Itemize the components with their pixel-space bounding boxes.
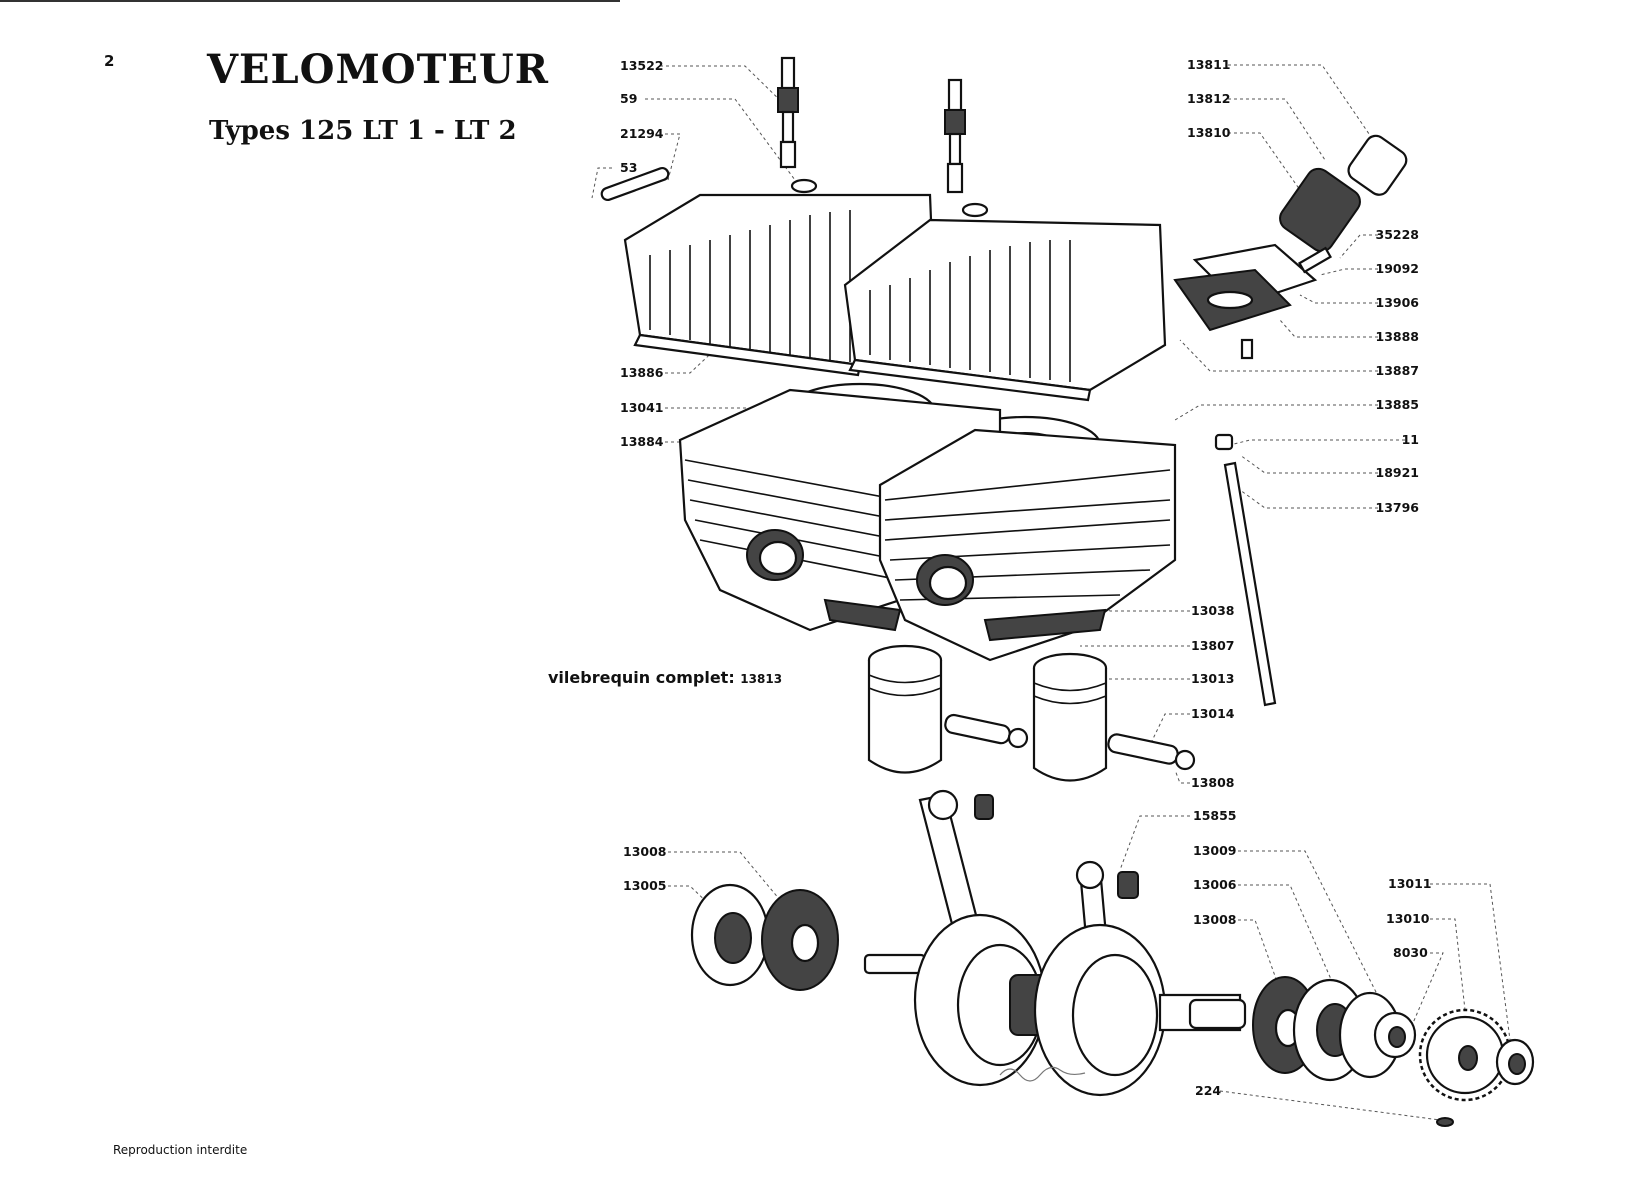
part-label: 59 xyxy=(620,91,638,106)
part-label: 13810 xyxy=(1187,125,1231,140)
crankshaft xyxy=(863,789,1247,1097)
part-label: 18921 xyxy=(1375,465,1420,480)
top-rule xyxy=(0,0,620,2)
part-label: 15855 xyxy=(1193,808,1237,823)
part-label: 224 xyxy=(1195,1083,1222,1098)
inlet-manifold xyxy=(1173,134,1408,360)
crankshaft-note-label: vilebrequin complet: xyxy=(548,668,735,687)
piston-right xyxy=(1032,652,1196,782)
part-label: 13886 xyxy=(620,365,664,380)
base-gasket-left xyxy=(823,598,902,632)
key-224 xyxy=(1436,1117,1454,1127)
cylinder-block-right xyxy=(878,428,1177,662)
part-label: 8030 xyxy=(1393,945,1428,960)
part-label: 13041 xyxy=(620,400,664,415)
piston-left xyxy=(867,644,1029,774)
part-label: 13008 xyxy=(623,844,667,859)
crankshaft-note: vilebrequin complet: 13813 xyxy=(548,668,782,687)
signature-mark xyxy=(999,1066,1086,1082)
part-label: 13010 xyxy=(1386,911,1430,926)
part-label: 13812 xyxy=(1187,91,1231,106)
head-stud xyxy=(1214,433,1277,707)
page-subtitle: Types 125 LT 1 - LT 2 xyxy=(209,116,517,146)
right-bearing-stack xyxy=(1252,976,1417,1082)
gear-nut xyxy=(1495,1038,1535,1086)
main-bearing-left xyxy=(690,883,839,991)
page-number: 2 xyxy=(104,52,115,70)
page-title: VELOMOTEUR xyxy=(207,46,549,93)
spark-plug-left xyxy=(777,56,818,194)
part-label: 13009 xyxy=(1193,843,1237,858)
part-label: 13014 xyxy=(1191,706,1235,721)
part-label: 13888 xyxy=(1375,329,1420,344)
crankshaft-part-number: 13813 xyxy=(740,672,783,686)
part-label: 13811 xyxy=(1187,57,1231,72)
part-label: 13808 xyxy=(1191,775,1235,790)
part-label: 13906 xyxy=(1375,295,1420,310)
pin-53 xyxy=(600,166,670,202)
part-label: 21294 xyxy=(620,126,664,141)
part-label: 13038 xyxy=(1191,603,1235,618)
part-label: 53 xyxy=(620,160,638,175)
part-label: 19092 xyxy=(1375,261,1420,276)
part-label: 13006 xyxy=(1193,877,1237,892)
part-label: 13013 xyxy=(1191,671,1235,686)
primary-gear xyxy=(1418,1008,1512,1102)
part-label: 13008 xyxy=(1193,912,1237,927)
cylinder-head-right xyxy=(843,218,1167,402)
footer-note: Reproduction interdite xyxy=(113,1143,248,1157)
part-label: 13522 xyxy=(620,58,664,73)
part-label: 13005 xyxy=(623,878,667,893)
spark-plug-right xyxy=(944,78,989,218)
part-label: 13885 xyxy=(1375,397,1420,412)
part-label: 13011 xyxy=(1388,876,1432,891)
part-label: 13887 xyxy=(1375,363,1420,378)
base-gasket-right xyxy=(983,608,1107,642)
leader-lines xyxy=(591,64,1511,1121)
part-label: 11 xyxy=(1401,432,1419,447)
part-label: 13796 xyxy=(1375,500,1420,515)
part-label: 35228 xyxy=(1375,227,1420,242)
part-label: 13807 xyxy=(1191,638,1235,653)
part-label: 13884 xyxy=(620,434,664,449)
